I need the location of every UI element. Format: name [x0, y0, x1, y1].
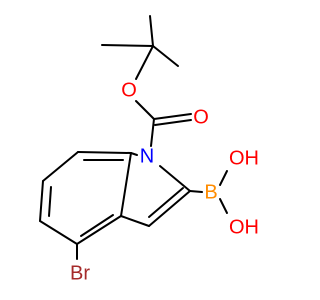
bromine-label: Br: [70, 262, 90, 284]
hydroxyl-top-label: OH: [229, 147, 259, 169]
bond-ring-inner-3: [80, 214, 114, 237]
bond-n-c7a: [130, 152, 138, 156]
bond-carbonyl-double-b: [154, 119, 192, 126]
bond-ring-c3a-c7a: [120, 152, 132, 217]
molecule-drawing: O O N B OH OH Br: [39, 15, 259, 284]
ester-oxygen-label: O: [121, 79, 137, 101]
bond-b-oh-top: [219, 170, 228, 186]
bond-carbonyl-n: [150, 118, 155, 147]
bond-tbu-c2-methyl-right: [152, 45, 179, 67]
bond-tbu-c2-methyl-left: [101, 44, 154, 47]
bond-tbu-c1-c2: [149, 15, 154, 47]
bond-ring-c6-c5: [39, 180, 44, 222]
bond-c2-c3-double-b: [148, 187, 184, 218]
bond-c2-b: [189, 190, 203, 193]
bond-b-oh-bottom: [219, 198, 228, 214]
molecule-canvas: O O N B OH OH Br: [39, 15, 259, 285]
bond-tbu-c2-o: [135, 45, 154, 80]
bond-ring-c5-c4: [39, 220, 78, 245]
hydroxyl-bottom-label: OH: [229, 216, 259, 238]
bond-ring-c7-c6: [42, 151, 79, 182]
bond-ring-c7a-c7: [77, 151, 132, 154]
bond-n-c2: [159, 165, 191, 192]
bond-c2-c3-double-a: [148, 190, 191, 227]
boron-label: B: [204, 181, 217, 203]
bond-carbonyl-double-a: [153, 113, 192, 120]
bond-o-c-ester: [135, 100, 155, 120]
bond-ring-c4-c3a: [76, 215, 122, 245]
nitrogen-label: N: [140, 145, 154, 167]
bond-ring-inner-2: [48, 186, 52, 217]
bond-c3-c3a: [120, 215, 150, 227]
carbonyl-oxygen-label: O: [193, 106, 209, 128]
